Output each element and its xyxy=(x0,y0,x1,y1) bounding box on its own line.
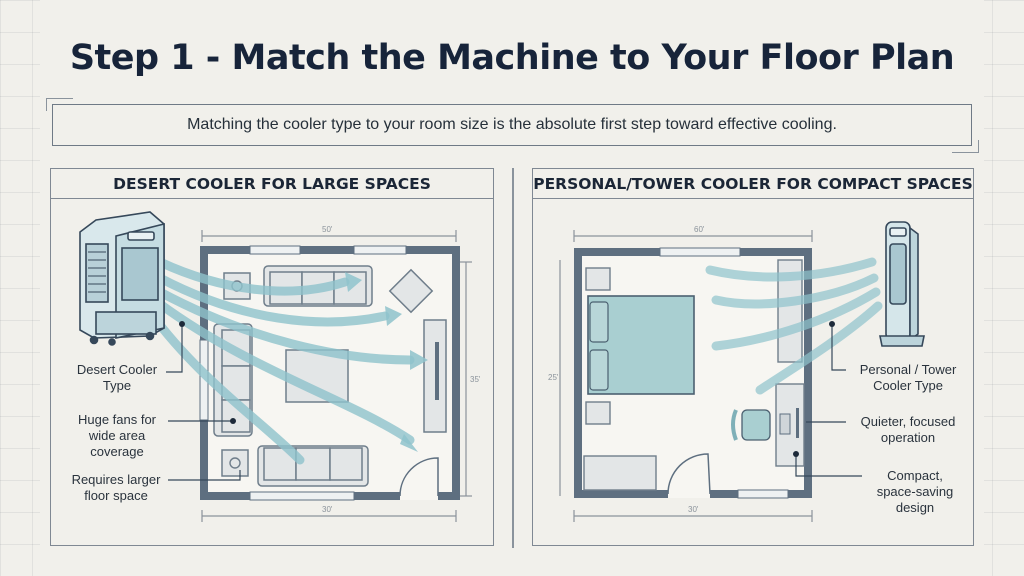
panel-heading: PERSONAL/TOWER COOLER FOR COMPACT SPACES xyxy=(533,169,973,199)
airflow-streams xyxy=(705,257,883,395)
dimension-top: 60' xyxy=(694,225,705,234)
callout-tower-cooler-type: Personal / Tower Cooler Type xyxy=(859,362,957,393)
dimension-lines xyxy=(201,230,472,522)
callout-compact-design: Compact, space-saving design xyxy=(876,468,954,515)
page-title: Step 1 - Match the Machine to Your Floor… xyxy=(69,38,955,78)
panel-divider xyxy=(512,168,514,548)
callout-huge-fans: Huge fans for wide area coverage xyxy=(77,412,157,459)
callout-lines xyxy=(795,326,862,477)
dimension-bottom: 30' xyxy=(322,505,333,514)
corner-bracket xyxy=(952,140,979,153)
corner-bracket xyxy=(46,98,73,111)
desert-cooler-icon xyxy=(79,211,165,346)
callout-larger-floor-space: Requires larger floor space xyxy=(71,472,161,503)
callout-quieter-operation: Quieter, focused operation xyxy=(860,414,956,445)
callout-lines xyxy=(166,326,241,481)
subtitle-box: Matching the cooler type to your room si… xyxy=(52,104,972,146)
bedroom-plan xyxy=(574,247,812,499)
dimension-bottom: 30' xyxy=(688,505,699,514)
dimension-top: 50' xyxy=(322,225,333,234)
dimension-lines xyxy=(559,230,813,522)
dimension-side: 35' xyxy=(470,375,481,384)
panel-heading: DESERT COOLER FOR LARGE SPACES xyxy=(51,169,493,199)
airflow-arrows xyxy=(145,257,415,465)
subtitle-text: Matching the cooler type to your room si… xyxy=(187,116,837,133)
tower-cooler-icon xyxy=(879,221,925,347)
callout-desert-cooler-type: Desert Cooler Type xyxy=(76,362,158,393)
dimension-side: 25' xyxy=(548,373,559,382)
panel-tower-cooler: PERSONAL/TOWER COOLER FOR COMPACT SPACES xyxy=(532,168,974,546)
desk-chair-icon xyxy=(731,409,771,441)
panel-desert-cooler: DESERT COOLER FOR LARGE SPACES xyxy=(50,168,494,546)
